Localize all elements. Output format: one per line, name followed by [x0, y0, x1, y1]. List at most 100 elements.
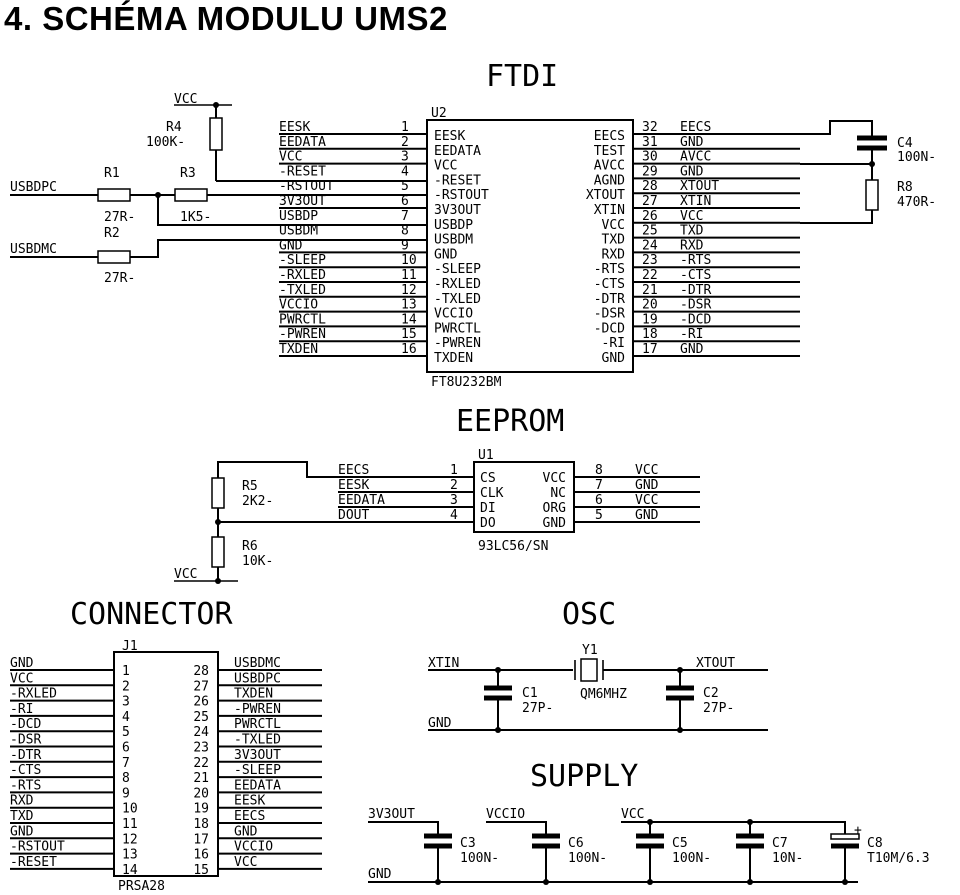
u1-pin-num-5: 5 [595, 508, 603, 523]
j1-net-14: -RESET [10, 855, 57, 870]
eeprom-title: EEPROM [456, 404, 564, 439]
r8-resistor [865, 179, 879, 211]
u2-pin-name-23: -RTS [594, 262, 625, 277]
u2-net-29: GND [680, 164, 704, 179]
j1-pin-num-20: 20 [193, 786, 209, 801]
u2-pin-num-10: 10 [401, 253, 417, 268]
u1-pin-num-6: 6 [595, 493, 603, 508]
u2-pin-num-29: 29 [642, 164, 658, 179]
j1-net-9: -RTS [10, 778, 41, 793]
j1-net-3: -RXLED [10, 687, 57, 702]
j1-pin-num-6: 6 [122, 741, 130, 756]
u2-net-31: GND [680, 135, 704, 150]
u2-pin-name-10: -SLEEP [434, 262, 481, 277]
u2-net-23: -RTS [680, 253, 711, 268]
u2-pin-num-15: 15 [401, 327, 417, 342]
u2-net-18: -RI [680, 327, 703, 342]
ftdi-title: FTDI [486, 59, 558, 94]
c8-value: T10M/6.3 [867, 851, 930, 866]
usbdmc-label: USBDMC [10, 242, 57, 257]
j1-net-11: TXD [10, 809, 34, 824]
j1-net-15: VCC [234, 855, 257, 870]
u1-net-8: VCC [635, 463, 658, 478]
u2-pin-name-18: -RI [602, 336, 625, 351]
j1-pin-num-13: 13 [122, 848, 138, 863]
j1-pin-num-21: 21 [193, 771, 209, 786]
j1-net-12: GND [10, 824, 34, 839]
j1-pin-num-24: 24 [193, 725, 209, 740]
u2-pin-num-32: 32 [642, 120, 658, 135]
u2-pin-name-1: EESK [434, 129, 465, 144]
u1-ref: U1 [478, 448, 494, 463]
u2-pin-num-19: 19 [642, 312, 658, 327]
u2-pin-name-26: VCC [602, 218, 625, 233]
u2-pin-num-6: 6 [401, 194, 409, 209]
u1-pin-num-1: 1 [450, 463, 458, 478]
u2-pin-name-31: TEST [594, 144, 625, 159]
u2-pin-num-31: 31 [642, 135, 658, 150]
vcc-label-r4: VCC [174, 92, 197, 107]
u2-pin-num-20: 20 [642, 298, 658, 313]
u1-net-7: GND [635, 478, 659, 493]
u2-pin-num-7: 7 [401, 209, 409, 224]
u2-pin-num-21: 21 [642, 283, 658, 298]
usbdpc-label: USBDPC [10, 180, 57, 195]
r3-ref: R3 [180, 166, 196, 181]
u1-pin-num-8: 8 [595, 463, 603, 478]
u2-net-17: GND [680, 342, 704, 357]
u2-pin-num-12: 12 [401, 283, 417, 298]
supply-gnd-label: GND [368, 867, 392, 882]
u2-pin-name-6: 3V3OUT [434, 203, 481, 218]
j1-pin-num-12: 12 [122, 832, 138, 847]
c7-junction-gnd [747, 879, 753, 885]
wire-c4-top [800, 120, 873, 136]
u2-net-26: VCC [680, 209, 703, 224]
u2-pin-name-8: USBDM [434, 233, 473, 248]
u1-net-4: DOUT [338, 508, 369, 523]
r5-resistor [211, 477, 225, 509]
c5-junction-top [647, 819, 653, 825]
u2-body [426, 119, 634, 373]
u1-pin-name-6: ORG [543, 501, 567, 516]
wire-r8-vcc [800, 210, 873, 224]
c1-ref: C1 [522, 686, 538, 701]
osc-title: OSC [562, 597, 616, 632]
u1-pin-num-2: 2 [450, 478, 458, 493]
r4-resistor [209, 117, 223, 151]
c2-ref: C2 [703, 686, 719, 701]
c5-junction-gnd [647, 879, 653, 885]
u2-net-12: -TXLED [279, 283, 326, 298]
r5-ref: R5 [242, 479, 258, 494]
supply-3v3out-label: 3V3OUT [368, 807, 415, 822]
c5-value: 100N- [672, 851, 711, 866]
u2-pin-name-14: PWRCTL [434, 321, 481, 336]
u2-pin-num-2: 2 [401, 135, 409, 150]
u2-pin-name-15: -PWREN [434, 336, 481, 351]
j1-pin-num-22: 22 [193, 756, 209, 771]
j1-pin-num-25: 25 [193, 710, 209, 725]
u2-pin-num-9: 9 [401, 238, 409, 253]
y1-crystal [580, 658, 598, 682]
page-heading: 4. SCHÉMA MODULU UMS2 [4, 0, 448, 37]
u1-pin-name-5: GND [543, 516, 567, 531]
u2-net-7: USBDP [279, 209, 318, 224]
wire-vccio [486, 821, 547, 834]
u2-pin-name-7: USBDP [434, 218, 473, 233]
c2-value: 27P- [703, 701, 734, 716]
j1-net-2: VCC [10, 671, 33, 686]
j1-pin-num-2: 2 [122, 679, 130, 694]
supply-title: SUPPLY [530, 759, 638, 794]
u2-pin-num-24: 24 [642, 238, 658, 253]
c7-ref: C7 [772, 836, 788, 851]
j1-net-1: GND [10, 656, 34, 671]
r2-ref: R2 [104, 226, 120, 241]
j1-net-21: -SLEEP [234, 763, 281, 778]
j1-left-pins: GND1VCC2-RXLED3-RI4-DCD5-DSR6-DTR7-CTS8-… [10, 656, 138, 878]
y1-ref: Y1 [582, 643, 598, 658]
j1-net-17: GND [234, 824, 258, 839]
j1-pin-num-7: 7 [122, 756, 130, 771]
junction-vcc-r6 [215, 578, 221, 584]
c3-junction-gnd [435, 879, 441, 885]
u2-pin-name-21: -DTR [594, 292, 625, 307]
c8-ref: C8 [867, 836, 883, 851]
